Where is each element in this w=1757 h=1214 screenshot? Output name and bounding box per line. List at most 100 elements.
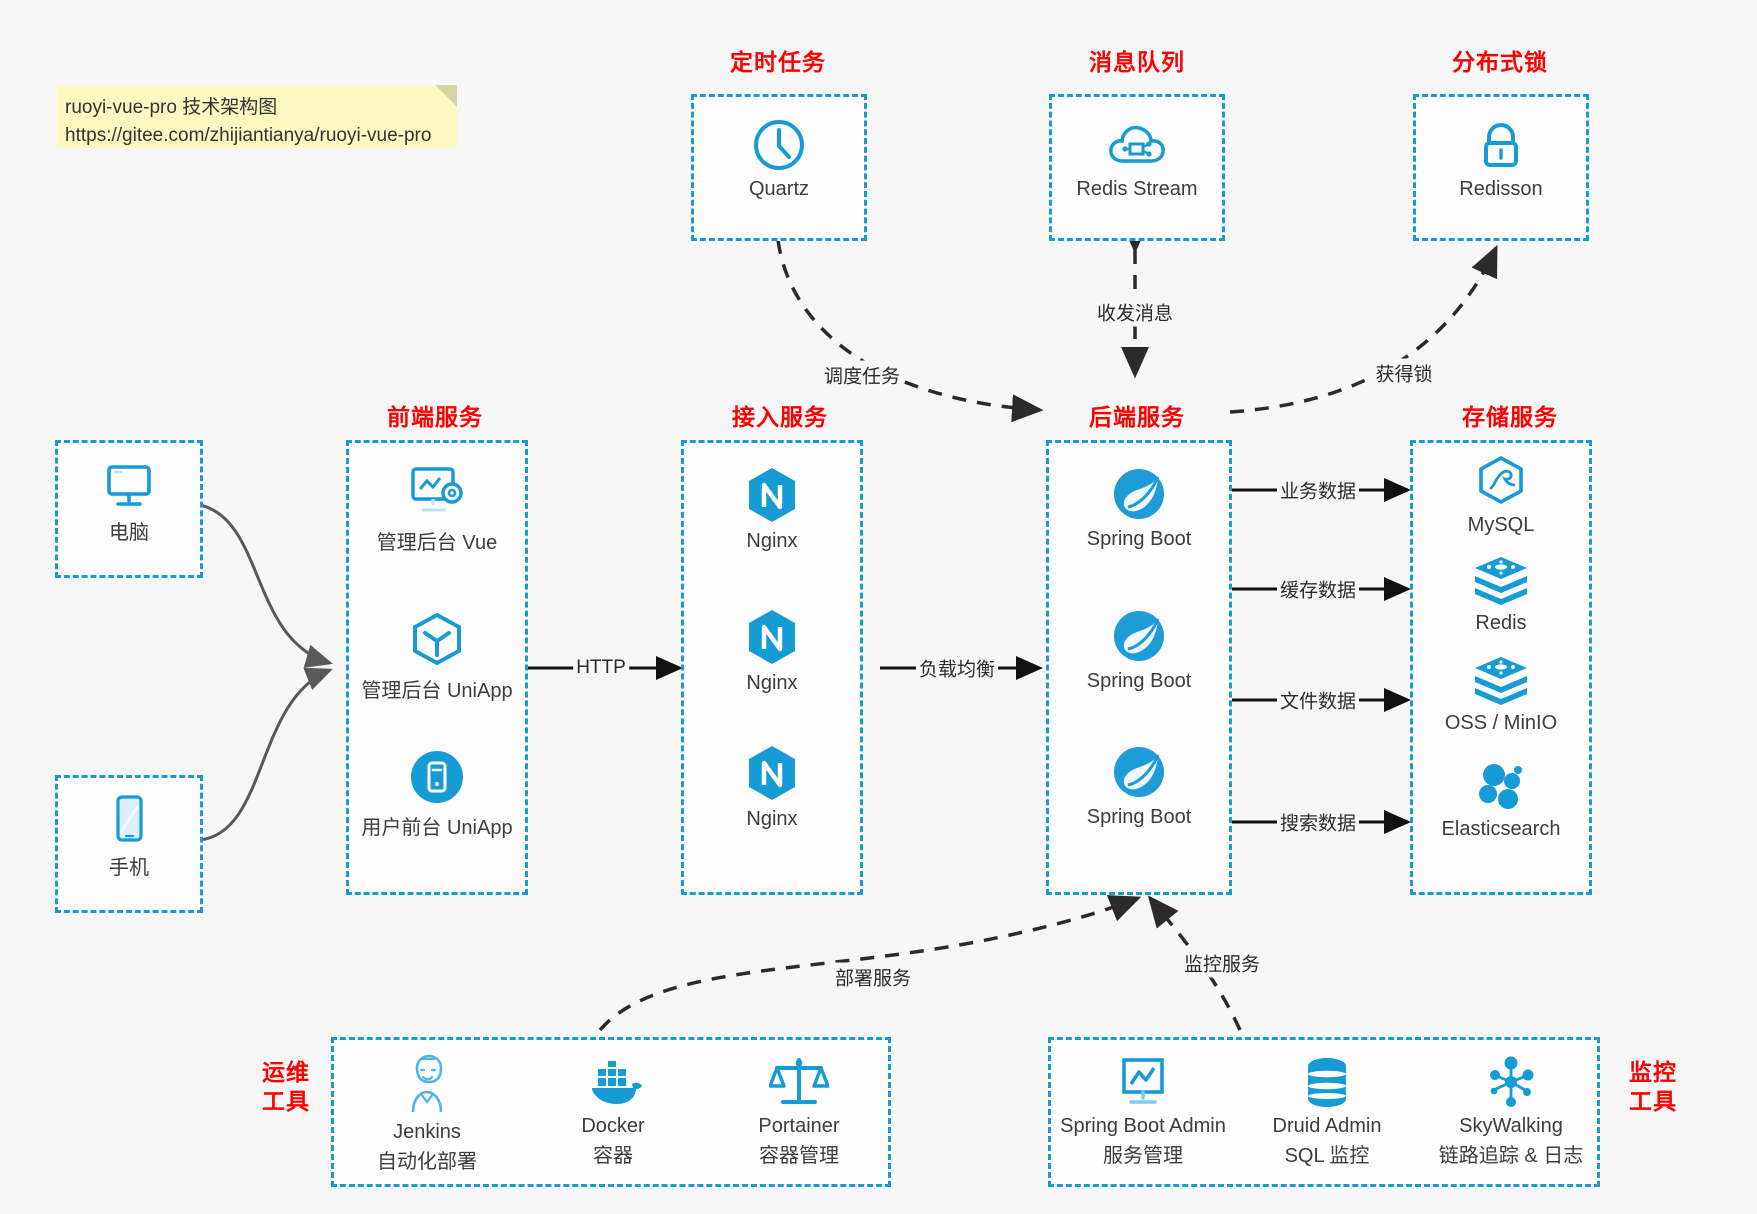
cube-icon — [349, 611, 525, 669]
node-label: Nginx — [746, 530, 798, 552]
node-nginx-3[interactable]: Nginx — [684, 743, 860, 831]
group-title-monitor-line1: 监控 — [1629, 1059, 1677, 1085]
node-label: Spring Boot — [1086, 670, 1192, 692]
spring-icon — [1049, 465, 1229, 523]
node-label: MySQL — [1467, 514, 1535, 536]
node-mysql[interactable]: MySQL — [1413, 455, 1589, 537]
nginx-icon — [684, 743, 860, 803]
oss-icon — [1413, 655, 1589, 707]
node-sublabel: 容器管理 — [759, 1145, 839, 1167]
edge-label-monitor-service: 监控服务 — [1180, 948, 1264, 978]
node-label: 用户前台 UniApp — [361, 817, 513, 839]
nginx-icon — [684, 465, 860, 525]
spring-icon — [1049, 607, 1229, 665]
skywalking-icon — [1419, 1054, 1603, 1110]
group-gateway: Nginx Nginx Nginx — [681, 440, 863, 895]
node-label: Spring Boot Admin — [1060, 1115, 1226, 1137]
dashboard-icon — [349, 463, 525, 521]
node-admin-vue[interactable]: 管理后台 Vue — [349, 463, 525, 555]
edge-label-business-data: 业务数据 — [1276, 475, 1360, 505]
note-line-2: https://gitee.com/zhijiantianya/ruoyi-vu… — [65, 124, 432, 146]
node-label: Nginx — [746, 808, 798, 830]
node-nginx-1[interactable]: Nginx — [684, 465, 860, 553]
node-elasticsearch[interactable]: Elasticsearch — [1413, 761, 1589, 841]
node-docker[interactable]: Docker 容器 — [520, 1060, 706, 1168]
group-frontend: 管理后台 Vue 管理后台 UniApp 用户前台 UniApp — [346, 440, 528, 895]
node-spring-boot-2[interactable]: Spring Boot — [1049, 607, 1229, 693]
node-oss-minio[interactable]: OSS / MinIO — [1413, 655, 1589, 735]
monitor-chart-icon — [1051, 1054, 1235, 1110]
node-sublabel: 链路追踪 & 日志 — [1438, 1145, 1584, 1167]
node-label: Druid Admin — [1272, 1115, 1382, 1137]
spring-icon — [1049, 743, 1229, 801]
node-sublabel: SQL 监控 — [1284, 1145, 1370, 1167]
group-backend: Spring Boot Spring Boot Spring Boot — [1046, 440, 1232, 895]
jenkins-icon — [334, 1054, 520, 1116]
nginx-icon — [684, 607, 860, 667]
group-lock: Redisson — [1413, 94, 1589, 241]
group-title-monitor: 监控 工具 — [1625, 1058, 1681, 1116]
node-label: Redisson — [1459, 178, 1543, 200]
cloud-stream-icon — [1052, 117, 1222, 173]
node-redis[interactable]: Redis — [1413, 555, 1589, 635]
node-label: Spring Boot — [1086, 528, 1192, 550]
node-label: Jenkins — [393, 1121, 461, 1143]
node-label: Redis Stream — [1076, 178, 1198, 200]
group-title-devops-line1: 运维 — [262, 1059, 310, 1085]
clock-icon — [694, 117, 864, 173]
node-spring-boot-3[interactable]: Spring Boot — [1049, 743, 1229, 829]
group-devops: Jenkins 自动化部署 Docker 容器 — [331, 1037, 891, 1187]
node-label: Portainer — [758, 1115, 840, 1137]
mysql-icon — [1413, 455, 1589, 509]
node-user-uniapp[interactable]: 用户前台 UniApp — [349, 748, 525, 840]
node-skywalking[interactable]: SkyWalking 链路追踪 & 日志 — [1419, 1054, 1603, 1168]
node-quartz[interactable]: Quartz — [694, 117, 864, 201]
group-mq: Redis Stream — [1049, 94, 1225, 241]
node-label: 电脑 — [109, 522, 149, 544]
group-monitor: Spring Boot Admin 服务管理 — [1048, 1037, 1600, 1187]
node-druid-admin[interactable]: Druid Admin SQL 监控 — [1235, 1054, 1419, 1168]
group-title-gateway: 接入服务 — [732, 404, 828, 430]
edge-label-search-data: 搜索数据 — [1276, 807, 1360, 837]
scales-icon — [706, 1054, 892, 1110]
edge-label-http: HTTP — [573, 656, 629, 680]
mobile-app-icon — [349, 748, 525, 806]
note-fold-corner — [435, 85, 457, 107]
edge-clients-to-frontend — [199, 503, 333, 842]
edge-label-deploy-service: 部署服务 — [831, 962, 915, 992]
redis-icon — [1413, 555, 1589, 607]
group-title-devops-line2: 工具 — [262, 1087, 310, 1114]
edge-label-cache-data: 缓存数据 — [1276, 574, 1360, 604]
node-sublabel: 服务管理 — [1103, 1145, 1183, 1167]
node-redis-stream[interactable]: Redis Stream — [1052, 117, 1222, 201]
node-label: 管理后台 Vue — [376, 532, 498, 554]
node-admin-uniapp[interactable]: 管理后台 UniApp — [349, 611, 525, 703]
docker-icon — [520, 1060, 706, 1110]
group-client-phone: 手机 — [55, 775, 203, 913]
node-nginx-2[interactable]: Nginx — [684, 607, 860, 695]
group-title-lock: 分布式锁 — [1452, 49, 1548, 75]
edge-label-schedule-task: 调度任务 — [820, 360, 904, 390]
edge-label-send-recv-msg: 收发消息 — [1093, 297, 1177, 327]
node-sublabel: 自动化部署 — [377, 1151, 477, 1173]
node-jenkins[interactable]: Jenkins 自动化部署 — [334, 1054, 520, 1174]
node-desktop[interactable]: 电脑 — [58, 461, 200, 545]
node-label: Docker — [581, 1115, 645, 1137]
node-label: Redis — [1475, 612, 1527, 634]
group-storage: MySQL Redis — [1410, 440, 1592, 895]
node-portainer[interactable]: Portainer 容器管理 — [706, 1054, 892, 1168]
group-title-frontend: 前端服务 — [387, 404, 483, 430]
edge-schedule-task — [776, 239, 1044, 423]
node-spring-boot-1[interactable]: Spring Boot — [1049, 465, 1229, 551]
node-label: Spring Boot — [1086, 806, 1192, 828]
node-sublabel: 容器 — [593, 1145, 633, 1167]
node-redisson[interactable]: Redisson — [1416, 117, 1586, 201]
node-label: SkyWalking — [1459, 1115, 1563, 1137]
node-phone[interactable]: 手机 — [58, 794, 200, 880]
desktop-icon — [58, 461, 200, 511]
database-icon — [1235, 1054, 1419, 1110]
group-title-scheduler: 定时任务 — [730, 49, 826, 75]
group-scheduler: Quartz — [691, 94, 867, 241]
node-spring-boot-admin[interactable]: Spring Boot Admin 服务管理 — [1051, 1054, 1235, 1168]
